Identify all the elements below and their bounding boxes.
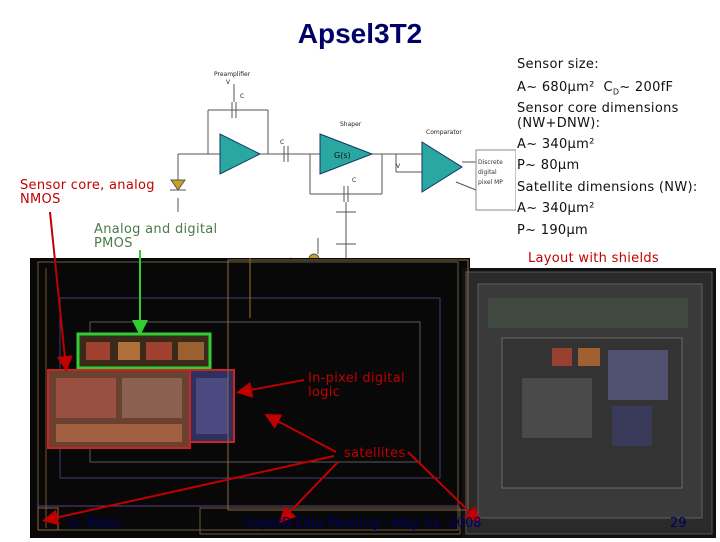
layout-image-left: [30, 258, 470, 538]
c2-label: C: [352, 177, 356, 184]
preamplifier-label: Preamplifier: [214, 71, 251, 78]
satellites-label: satellites: [344, 446, 406, 461]
analog-digital-label-1: Analog and digital: [94, 222, 218, 237]
satellite-perimeter: P~ 190µm: [517, 223, 589, 238]
analog-digital-label-2: PMOS: [94, 236, 133, 251]
vt-label: V: [396, 163, 401, 170]
cf-label: C: [240, 93, 244, 100]
page-title: Apsel3T2: [297, 18, 423, 49]
sensor-core-label-2: NMOS: [20, 192, 61, 207]
satellite-dim-heading: Satellite dimensions (NW):: [517, 180, 698, 195]
logic-block-line-3: pixel MP: [478, 179, 503, 186]
comparator-label: Comparator: [426, 129, 462, 136]
layout-image-right-drawing: [465, 271, 713, 535]
core-area: A~ 340µm²: [517, 137, 595, 152]
core-perimeter: P~ 80µm: [517, 158, 580, 173]
arrow-satellites-left: [42, 455, 335, 526]
arrow-inpixel-logic: [236, 379, 305, 398]
core-dim-heading-2: (NW+DNW):: [517, 116, 601, 131]
sensor-size-heading: Sensor size:: [517, 57, 599, 72]
core-dim-heading-1: Sensor core dimensions: [517, 101, 679, 116]
shaper-label: Shaper: [340, 121, 362, 128]
arrow-sensor-core: [49, 211, 73, 372]
sensor-area-unit: µm²: [567, 80, 595, 95]
front-end-schematic: G(s) Discrete digital pixel MP Preamplif…: [170, 71, 516, 265]
layout-shields-label: Layout with shields: [528, 251, 659, 266]
logic-block-line-1: Discrete: [478, 159, 503, 166]
footer-author: G. Rizzo: [68, 516, 121, 531]
arrow-satellites-middle: [264, 414, 337, 453]
footer-page-number: 29: [670, 516, 687, 531]
vfb-label: V: [226, 79, 231, 86]
cd-value: ~ 200fF: [619, 80, 674, 95]
cd-label: C: [603, 80, 613, 95]
shaper-gain-label: G(s): [334, 151, 351, 160]
sensor-size-values: A~ 680µm² CD~ 200fF: [517, 80, 673, 97]
arrow-satellites-right: [407, 451, 481, 523]
cd-subscript: D: [612, 87, 620, 97]
sensor-core-label-1: Sensor core, analog: [20, 178, 155, 193]
arrow-satellites-bottom: [279, 461, 339, 523]
inpixel-logic-label-1: In-pixel digital: [308, 371, 405, 386]
footer-meeting: SuperB Elba Meeting - May 31, 2008: [244, 516, 482, 531]
c1-label: C: [280, 139, 284, 146]
satellite-area: A~ 340µm²: [517, 201, 595, 216]
inpixel-logic-label-2: logic: [308, 385, 341, 400]
sensor-area-value: A~ 680: [517, 80, 568, 95]
layout-image-right: [462, 268, 716, 538]
logic-block-line-2: digital: [478, 169, 497, 176]
